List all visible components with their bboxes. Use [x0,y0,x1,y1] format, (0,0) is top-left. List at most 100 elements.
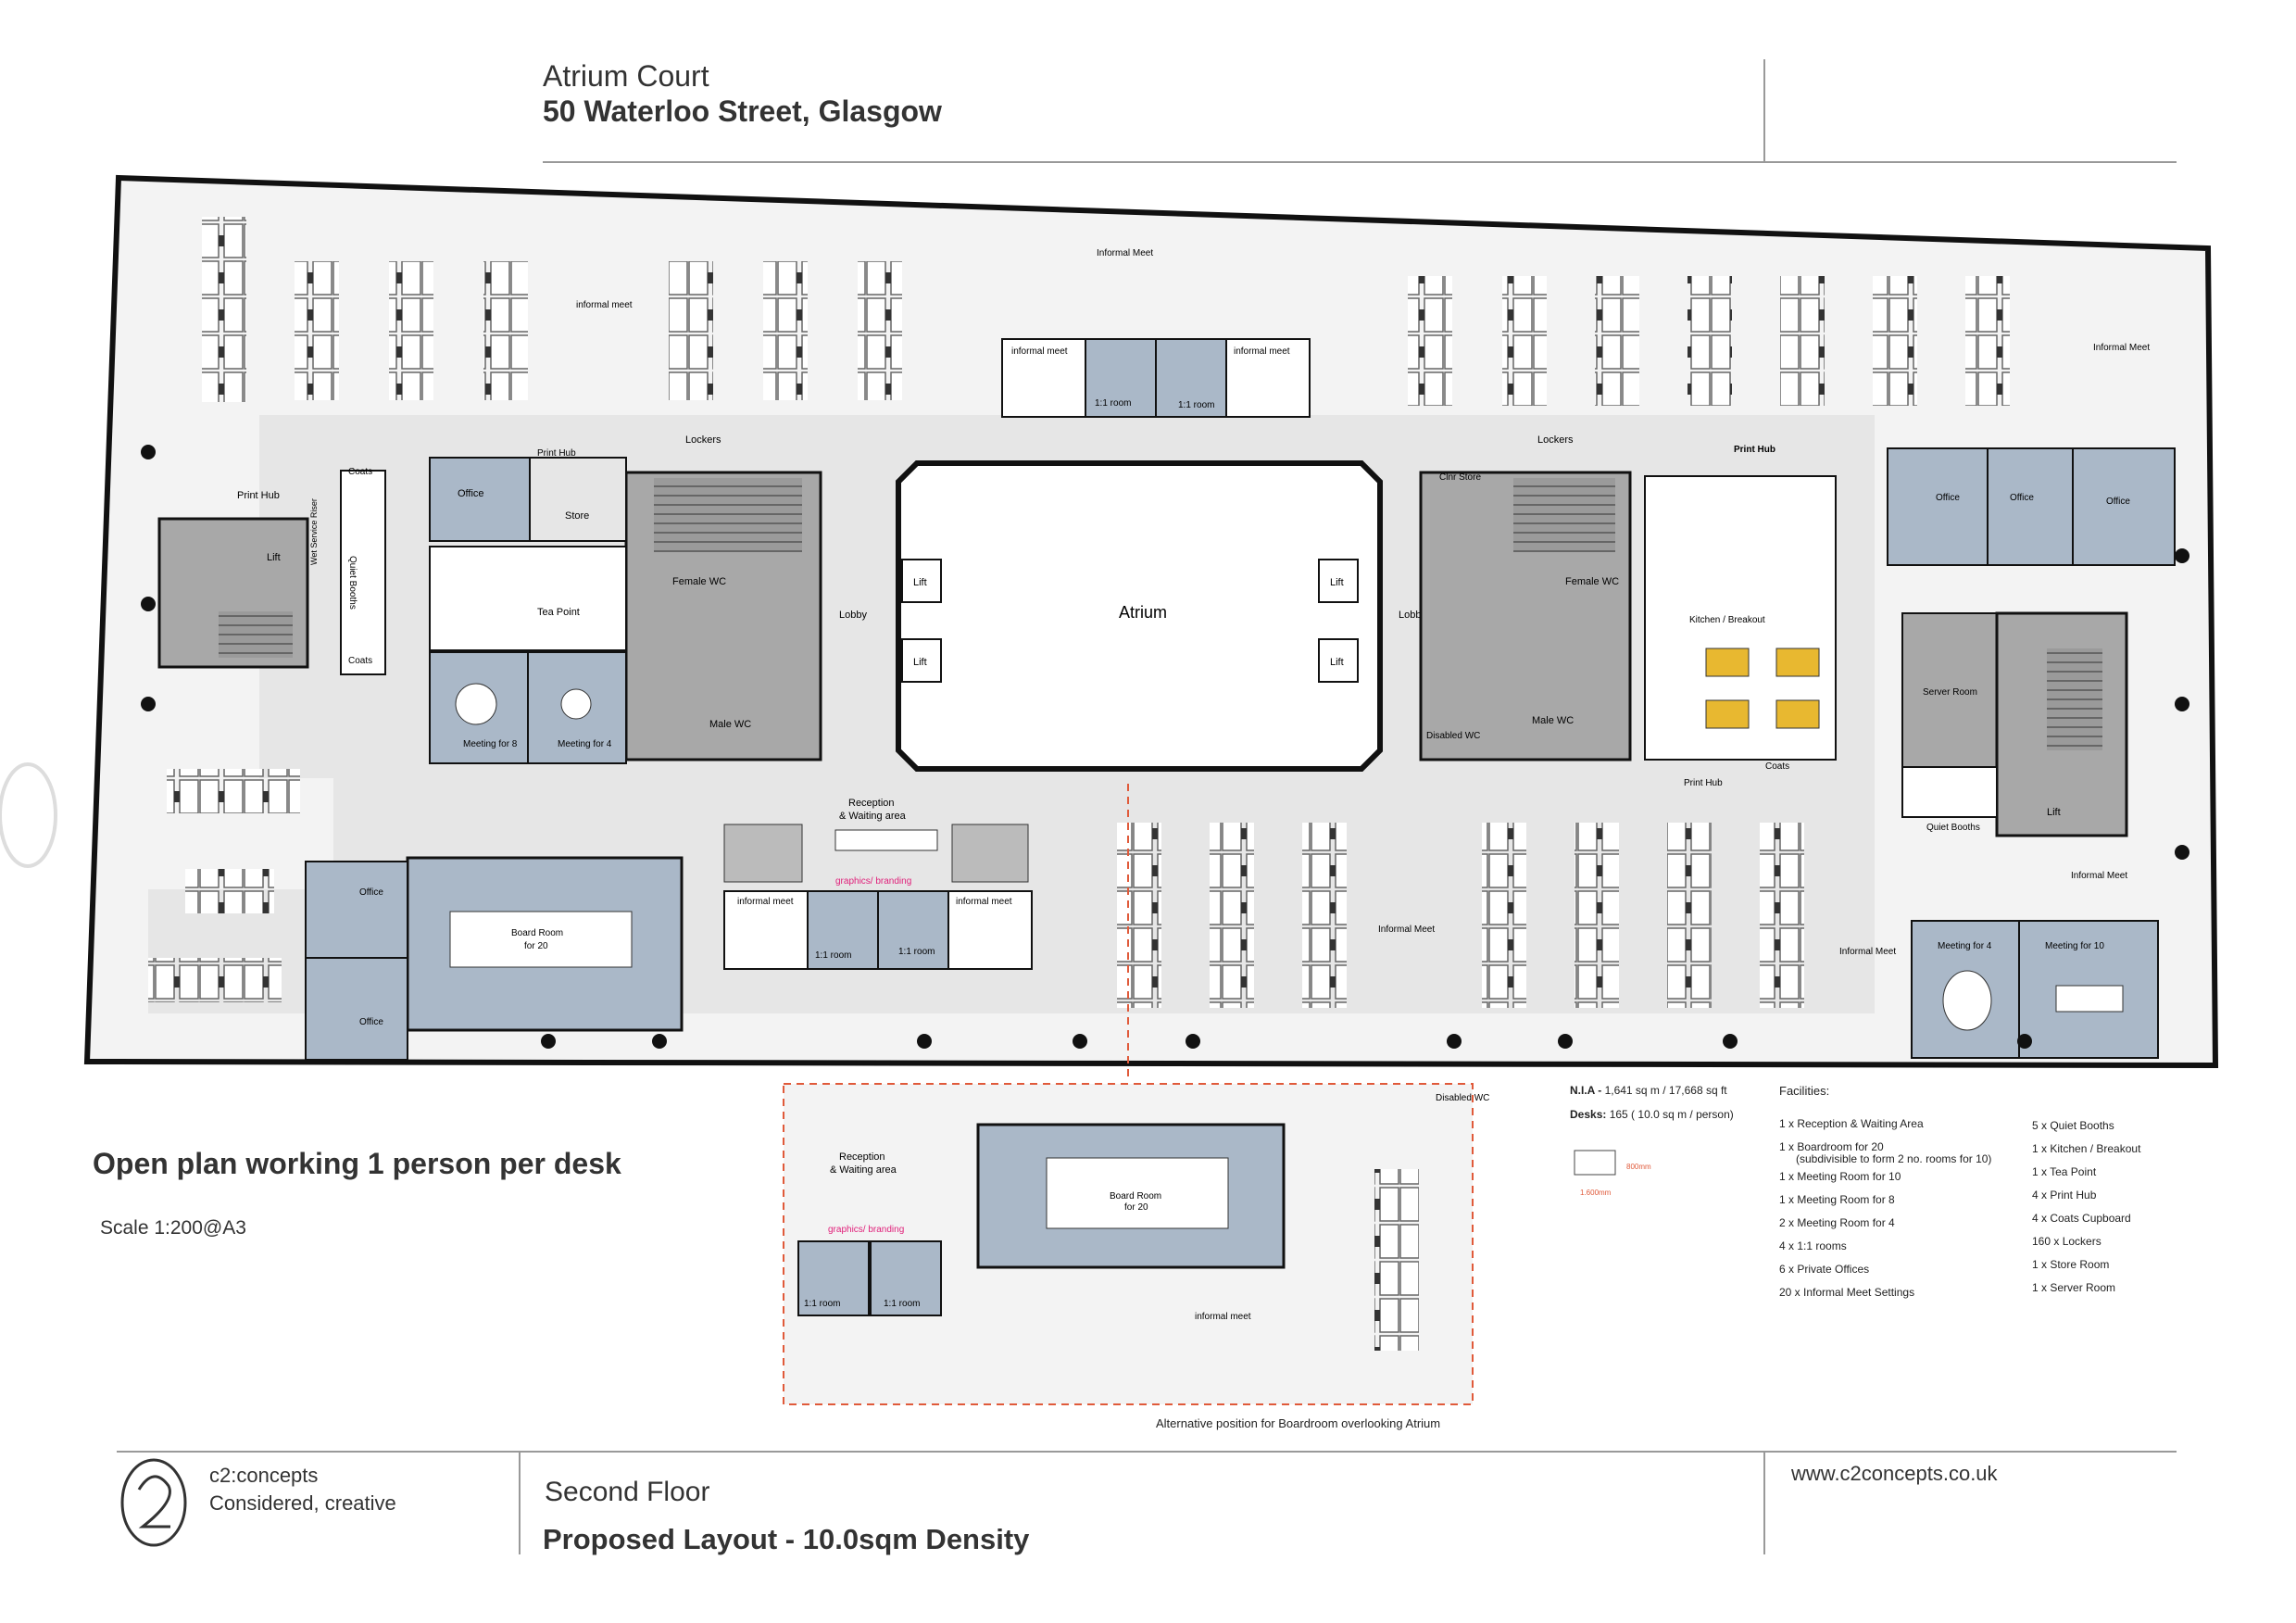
atrium [896,460,1383,772]
informal-meet-pod [1225,338,1311,418]
building-address: 50 Waterloo Street, Glasgow [543,94,942,128]
lift-label: Lift [2047,807,2061,818]
waiting-lounge [723,824,803,883]
disabled-wc-label: Disabled WC [1426,731,1480,741]
lift-label: Lift [267,552,281,563]
stair [2047,648,2102,750]
meeting-table [2055,985,2124,1013]
print-hub-label: Print Hub [1734,445,1775,455]
lobby-label: Lobby [839,610,867,621]
brand-tagline: Considered, creative [209,1491,396,1515]
office-room [2072,447,2176,566]
store-label: Store [565,510,589,522]
desk-blocks-south [148,769,1804,1008]
informal-meet-label: informal meet [1195,1312,1251,1322]
nia-value: 1,641 sq m / 17,668 sq ft [1604,1084,1727,1097]
alt-desk-block [1374,1169,1419,1351]
one-to-one-room [1155,338,1227,418]
office-room [305,957,408,1061]
meeting-4-label: Meeting for 4 [1938,941,1992,951]
one-to-one-label: 1:1 room [884,1299,920,1309]
tea-point-label: Tea Point [537,607,580,618]
riser-label: Wet Service Riser [309,498,319,565]
waiting-label: & Waiting area [830,1164,897,1176]
floor-name: Second Floor [545,1477,710,1507]
facility-item: 1 x Meeting Room for 10 [1779,1170,1901,1183]
tea-point-room [429,546,627,651]
facility-item: 1 x Kitchen / Breakout [2032,1142,2141,1155]
facility-item: 4 x Coats Cupboard [2032,1212,2131,1225]
informal-meet-pod [723,890,809,970]
desk-blocks-north [202,217,2010,406]
lift-label: Lift [1330,657,1344,668]
waiting-lounge [951,824,1029,883]
office-label: Office [359,1017,383,1027]
informal-meet-label: informal meet [576,300,633,310]
one-to-one-room [877,890,949,970]
informal-meet-label: informal meet [1234,346,1290,357]
office-room [1887,447,1989,566]
board-table [449,911,633,968]
informal-meet-label: informal meet [737,897,794,907]
alt-caption: Alternative position for Boardroom overl… [1156,1416,1441,1430]
informal-meet-label: informal meet [1011,346,1068,357]
plan-heading: Open plan working 1 person per desk [93,1147,621,1180]
footer-divider [519,1451,521,1554]
facilities-heading: Facilities: [1779,1084,1830,1098]
office-room [305,861,408,959]
facility-item: 4 x Print Hub [2032,1189,2097,1202]
facility-item: 1 x Store Room [2032,1258,2110,1271]
one-to-one-label: 1:1 room [1095,398,1131,409]
meeting-10-label: Meeting for 10 [2045,941,2104,951]
layout-title: Proposed Layout - 10.0sqm Density [543,1523,1030,1555]
facility-item: 5 x Quiet Booths [2032,1119,2114,1132]
desks-summary: Desks: 165 ( 10.0 sq m / person) [1570,1108,1734,1121]
footer-divider [1763,1451,1765,1554]
store-room [529,457,627,542]
website-link[interactable]: www.c2concepts.co.uk [1791,1462,1998,1485]
lift-label: Lift [913,657,927,668]
waiting-label: & Waiting area [839,811,907,822]
stair [1513,478,1615,552]
round-table [1942,970,1992,1031]
c2-logo-icon [120,1458,187,1547]
one-to-one-room [807,890,879,970]
meeting-8-label: Meeting for 8 [463,739,518,749]
office-label: Office [2010,493,2034,503]
graphics-label: graphics/ branding [828,1225,904,1235]
informal-meet-label: informal meet [956,897,1012,907]
print-hub-label: Print Hub [1684,778,1723,788]
stair [219,611,293,658]
quiet-booths-label: Quiet Booths [1926,823,1980,833]
office-label: Office [1936,493,1960,503]
stair [654,478,802,552]
male-wc-label: Male WC [1532,715,1574,726]
desk-width-label: 1.600mm [1580,1189,1612,1197]
lift-label: Lift [1330,577,1344,588]
reception-label: Reception [848,798,895,809]
quiet-booths-west [340,470,386,675]
office-label: Office [359,887,383,898]
female-wc-label: Female WC [1565,576,1619,587]
board-room-for-label: for 20 [524,941,548,951]
male-wc-label: Male WC [709,719,751,730]
board-room-label: Board Room [511,928,563,938]
building-name: Atrium Court [543,59,709,93]
facility-item: 1 x Reception & Waiting Area [1779,1117,1924,1130]
one-to-one-room [797,1240,870,1316]
quiet-booths-label: Quiet Booths [347,556,358,610]
one-to-one-room [1085,338,1157,418]
facility-item: 1 x Server Room [2032,1281,2116,1294]
atrium-label: Atrium [1119,603,1167,622]
office-room [429,457,531,542]
one-to-one-room [870,1240,942,1316]
print-hub-label: Print Hub [537,448,576,459]
breakout-tables [1705,648,1820,729]
brand-name: c2:concepts [209,1464,319,1487]
informal-meet-pod [947,890,1033,970]
informal-meet-label: Informal Meet [1378,925,1435,935]
lift-car [901,638,942,683]
disabled-wc-label: Disabled WC [1436,1093,1489,1103]
print-hub-label: Print Hub [237,490,280,501]
